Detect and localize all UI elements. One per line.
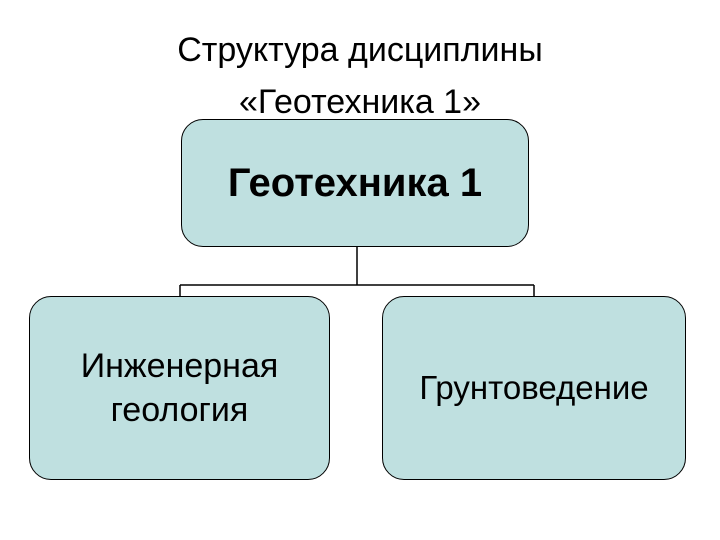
node-child-2-label: Грунтоведение xyxy=(419,369,649,406)
node-root: Геотехника 1 xyxy=(181,119,529,247)
slide-title-line-1: Структура дисциплины xyxy=(177,31,543,69)
slide-title: Структура дисциплины «Геотехника 1» xyxy=(0,24,720,128)
node-child-1: Инженерная геология xyxy=(29,296,330,480)
slide-title-line-2: «Геотехника 1» xyxy=(238,83,482,121)
node-child-1-label: Инженерная геология xyxy=(80,347,279,429)
node-root-label: Геотехника 1 xyxy=(227,160,483,205)
node-child-2: Грунтоведение xyxy=(382,296,686,480)
